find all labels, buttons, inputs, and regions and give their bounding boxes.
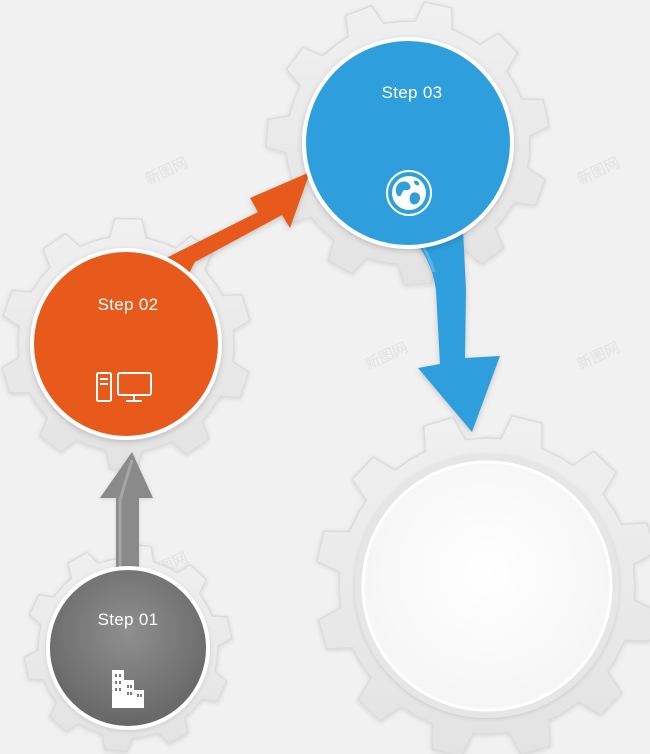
watermark-text: 新图网	[142, 153, 190, 188]
computer-icon	[96, 372, 152, 402]
watermark-text: 新图网	[574, 338, 622, 373]
step-01-node: Step 01	[46, 566, 210, 730]
step-03-node: Step 03	[302, 37, 514, 249]
watermark-text: 新图网	[362, 338, 410, 373]
step-02-label: Step 02	[98, 295, 159, 314]
watermark-text: 新图网	[574, 153, 622, 188]
arrow-step01-to-step02	[100, 452, 153, 600]
step-01-label: Step 01	[98, 610, 159, 629]
step-04-node	[355, 454, 619, 718]
step-03-label: Step 03	[382, 83, 443, 102]
globe-icon	[386, 170, 432, 216]
step-02-node: Step 02	[30, 248, 222, 440]
buildings-icon	[112, 670, 144, 708]
